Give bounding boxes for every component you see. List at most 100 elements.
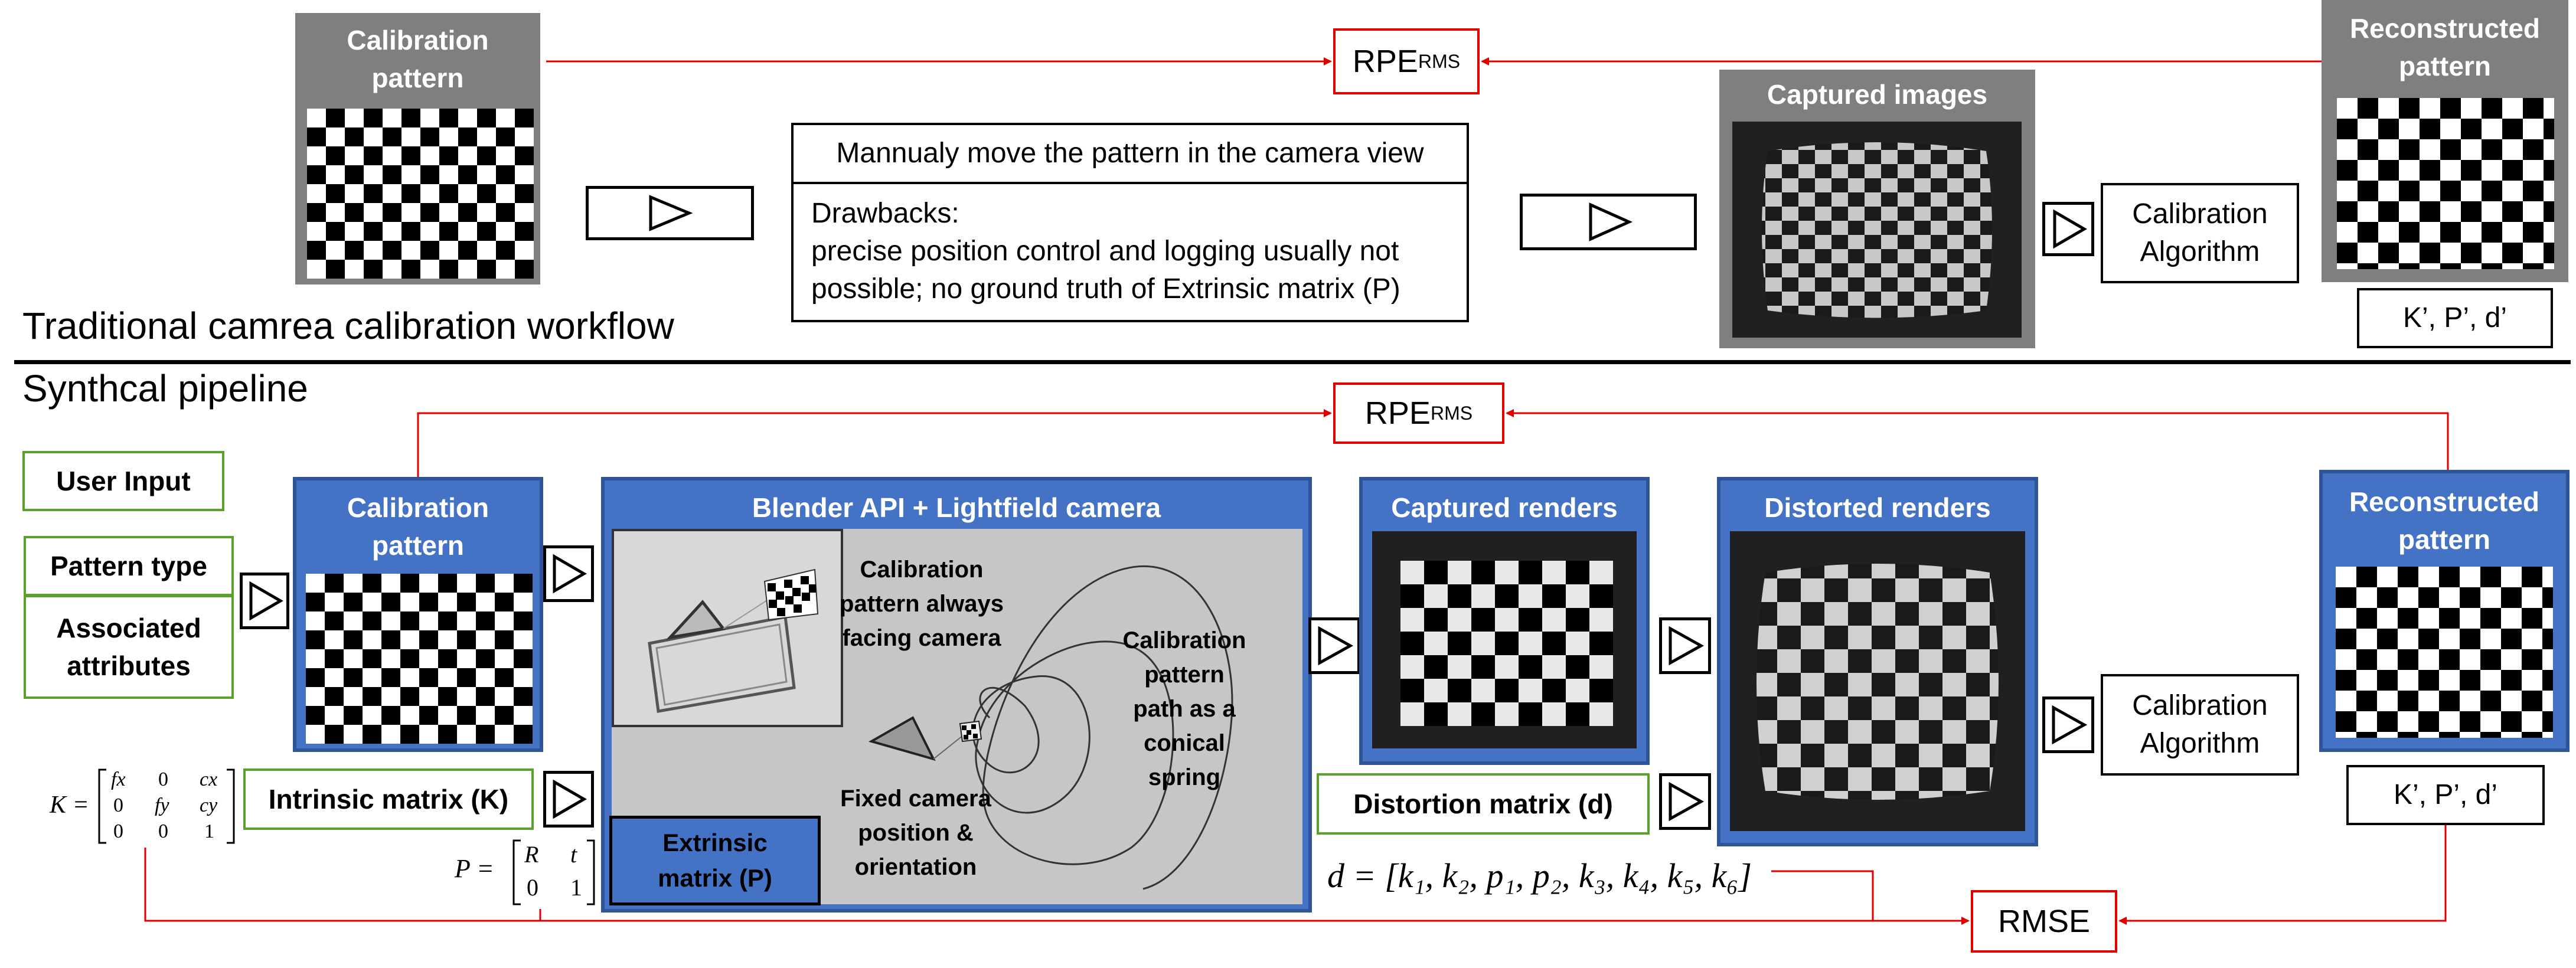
bottom-kpd-box: K’, P’, d’ [2346, 765, 2545, 825]
traditional-workflow-label: Traditional camrea calibration workflow [22, 305, 674, 347]
top-calibration-pattern-panel: Calibration pattern [295, 13, 540, 284]
rmse-box: RMSE [1971, 890, 2117, 953]
captured-render-image [1372, 531, 1637, 748]
top-calibration-algorithm-box: Calibration Algorithm [2101, 183, 2299, 283]
p-matrix-cell: t [570, 841, 577, 868]
bottom-reconstructed-pattern-panel: Reconstructed pattern [2319, 470, 2570, 752]
top-reconstructed-pattern-panel: Reconstructed pattern [2322, 0, 2568, 282]
top-rpe-sub: RMS [1418, 50, 1461, 72]
fixed-camera-line-1: Fixed camera [840, 786, 991, 812]
k-matrix-cell: 0 [158, 820, 168, 842]
play-icon [649, 195, 693, 231]
rmse-arrow-from-kpd [2118, 825, 2447, 925]
pattern-type-text: Pattern type [50, 551, 207, 581]
fixed-camera-line-3: orientation [854, 854, 977, 880]
captured-renders-title: Captured renders [1391, 492, 1618, 523]
fixed-camera-line-2: position & [858, 820, 974, 846]
captured-renders-panel: Captured renders [1359, 477, 1650, 765]
user-input-text: User Input [56, 466, 191, 496]
bottom-calib-algo-line-2: Algorithm [2140, 728, 2260, 759]
inset-camera-scene-image [648, 568, 819, 713]
rmse-arrow-from-d [1771, 870, 1874, 921]
associated-attributes-line-2: attributes [67, 650, 191, 681]
bottom-rpe-arrow-right [1506, 409, 2449, 470]
distortion-matrix-box[interactable]: Distortion matrix (d) [1317, 773, 1650, 835]
p-matrix-cell: 1 [570, 874, 582, 901]
extrinsic-matrix-equation: P = R t 0 1 [455, 836, 600, 909]
captured-image-photo [1732, 122, 2022, 338]
top-calibration-pattern-title-1: Calibration [347, 25, 489, 55]
distorted-checkerboard-image [1762, 142, 1992, 318]
bottom-play-button-intrinsic[interactable] [543, 771, 594, 828]
intrinsic-matrix-equation: K = fx 0 cx 0 fy cy 0 0 1 [50, 765, 239, 848]
bottom-play-button-distortion[interactable] [1659, 773, 1711, 830]
top-play-button-1[interactable] [586, 186, 754, 240]
conical-spring-path-image [868, 565, 1233, 890]
top-calib-algo-line-1: Calibration [2132, 198, 2268, 230]
facing-camera-line-2: pattern always [840, 591, 1004, 617]
spring-path-line-2: pattern [1144, 662, 1225, 688]
rmse-text: RMSE [1997, 904, 2090, 939]
pattern-type-box[interactable]: Pattern type [24, 536, 234, 596]
k-matrix-cell: fx [111, 768, 126, 790]
extrinsic-matrix-line-1: Extrinsic [662, 829, 768, 856]
play-icon [1669, 626, 1705, 666]
top-kpd-box: K’, P’, d’ [2357, 288, 2553, 348]
drawbacks-line-3: possible; no ground truth of Extrinsic m… [811, 273, 1400, 305]
bottom-calibration-pattern-title-1: Calibration [347, 492, 489, 523]
top-calibration-pattern-title-2: pattern [371, 63, 464, 93]
top-reconstructed-title-1: Reconstructed [2349, 13, 2541, 44]
drawbacks-line-1: Drawbacks: [811, 198, 959, 229]
bottom-reconstructed-checkerboard [2336, 567, 2553, 738]
bottom-checkerboard [306, 574, 533, 744]
blender-api-title: Blender API + Lightfield camera [752, 492, 1161, 523]
bottom-calibration-algorithm-box: Calibration Algorithm [2101, 674, 2299, 776]
k-equals: K = [50, 792, 89, 819]
blender-api-panel: Blender API + Lightfield camera [601, 477, 1312, 913]
facing-camera-line-3: facing camera [842, 625, 1001, 651]
manual-move-text: Mannualy move the pattern in the camera … [836, 138, 1424, 169]
p-matrix-cell: R [524, 841, 539, 868]
bottom-play-button-distorted[interactable] [2042, 696, 2094, 753]
distortion-matrix-text: Distortion matrix (d) [1353, 789, 1613, 819]
play-icon [1318, 626, 1354, 666]
intrinsic-matrix-text: Intrinsic matrix (K) [268, 784, 509, 815]
distorted-render-checkerboard [1756, 564, 1999, 800]
bottom-rpe-arrow-left [417, 409, 1332, 477]
bottom-play-button-blender[interactable] [1308, 617, 1360, 674]
captured-images-panel: Captured images [1719, 70, 2035, 348]
spring-path-line-4: conical [1144, 730, 1225, 756]
bottom-rpe-sub: RMS [1430, 402, 1473, 424]
section-divider [14, 360, 2571, 364]
intrinsic-matrix-box[interactable]: Intrinsic matrix (K) [243, 768, 534, 830]
bottom-play-button-pattern[interactable] [543, 545, 594, 602]
captured-images-title: Captured images [1767, 79, 1988, 110]
top-calib-algo-line-2: Algorithm [2140, 236, 2260, 267]
drawbacks-box: Drawbacks: precise position control and … [791, 182, 1469, 322]
bottom-play-button-user-input[interactable] [240, 573, 289, 629]
associated-attributes-box[interactable]: Associated attributes [24, 595, 234, 699]
extrinsic-matrix-line-2: matrix (P) [658, 864, 772, 892]
synthcal-pipeline-label: Synthcal pipeline [22, 367, 308, 410]
bottom-reconstructed-title-1: Reconstructed [2349, 486, 2540, 517]
k-matrix-cell: cy [200, 794, 218, 816]
extrinsic-matrix-box[interactable]: Extrinsic matrix (P) [609, 816, 821, 905]
top-play-button-2[interactable] [1520, 194, 1697, 250]
play-icon [1589, 202, 1633, 241]
top-play-button-3[interactable] [2042, 202, 2094, 256]
top-checkerboard [307, 109, 534, 279]
bottom-reconstructed-title-2: pattern [2398, 524, 2490, 555]
k-matrix-cell: 0 [113, 794, 123, 816]
play-icon [249, 581, 283, 621]
fixed-camera-label: Fixed camera position & orientation [830, 781, 1001, 884]
facing-camera-label: Calibration pattern always facing camera [836, 552, 1007, 655]
bottom-play-button-captured[interactable] [1659, 617, 1711, 674]
top-kpd-text: K’, P’, d’ [2402, 302, 2508, 333]
play-icon [2053, 209, 2087, 249]
play-icon [1669, 781, 1705, 822]
facing-camera-line-1: Calibration [860, 557, 984, 583]
spring-path-line-5: spring [1148, 764, 1221, 790]
drawbacks-line-2: precise position control and logging usu… [811, 236, 1399, 267]
distortion-equation: d = [k₁, k₂, p₁, p₂, k₃, k₄, k₅, k₆] [1327, 856, 1752, 895]
